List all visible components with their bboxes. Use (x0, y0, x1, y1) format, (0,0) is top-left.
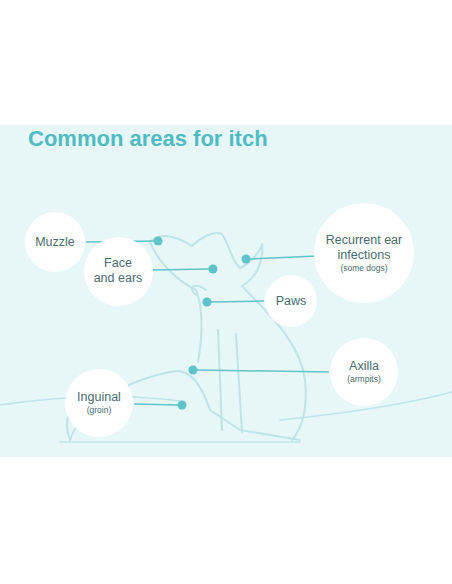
leader-dot (209, 265, 218, 274)
area-label: Paws (276, 294, 307, 309)
leader-line (211, 301, 264, 302)
label-content: Muzzle (35, 235, 75, 250)
label-circle: Recurrent ear infections(some dogs) (314, 203, 414, 303)
area-note: (groin) (77, 405, 121, 416)
leader-line (134, 404, 178, 405)
area-label: Muzzle (35, 235, 75, 250)
leader-dot (178, 401, 187, 410)
dog-chest (150, 242, 202, 362)
label-content: Paws (276, 294, 307, 309)
area-note: (armpits) (347, 374, 381, 385)
label-content: Axilla(armpits) (347, 359, 381, 385)
area-label: Face and ears (92, 256, 144, 286)
label-content: Face and ears (92, 256, 144, 286)
area-note: (some dogs) (323, 263, 405, 274)
leader-dot (189, 366, 198, 375)
label-content: Inguinal(groin) (77, 390, 121, 416)
leader-line (250, 256, 318, 259)
dog-base (60, 441, 300, 443)
leader-dot (203, 298, 212, 307)
label-content: Recurrent ear infections(some dogs) (323, 233, 405, 274)
area-label: Axilla (347, 359, 381, 374)
area-label: Inguinal (77, 390, 121, 405)
label-circle: Inguinal(groin) (65, 369, 133, 437)
dog-paw (192, 286, 206, 296)
leader-dot (242, 255, 251, 264)
leader-line (151, 269, 209, 270)
leader-dot (154, 237, 163, 246)
label-circle: Face and ears (84, 237, 153, 306)
label-circle: Muzzle (25, 212, 85, 272)
leader-line (197, 370, 329, 372)
dog-head (150, 233, 262, 286)
title: Common areas for itch (28, 126, 268, 152)
label-circle: Paws (265, 275, 317, 327)
dog-front-leg (218, 330, 242, 432)
area-label: Recurrent ear infections (323, 233, 405, 263)
label-circle: Axilla(armpits) (330, 338, 398, 406)
